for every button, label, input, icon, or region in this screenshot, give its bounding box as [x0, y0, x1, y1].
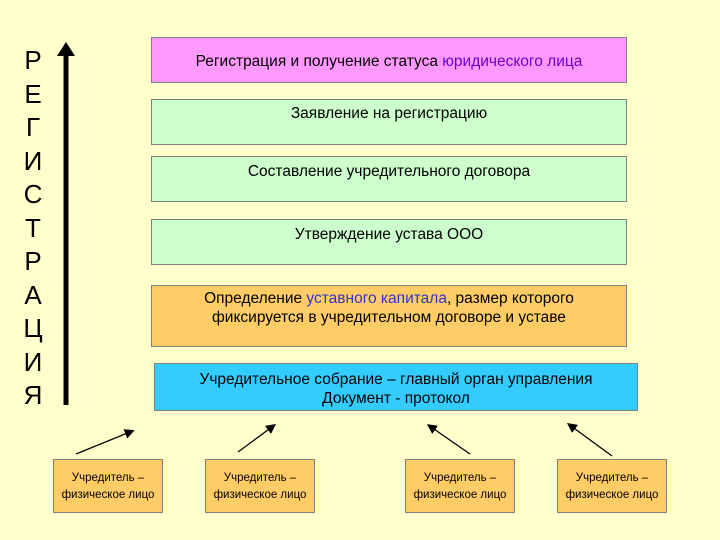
vertical-letter: Ц [23, 313, 43, 343]
vertical-letter: С [23, 179, 43, 209]
capital-line-1: Определение уставного капитала, размер к… [152, 289, 626, 308]
vertical-letter: Р [24, 246, 42, 276]
vertical-letter: Я [23, 380, 43, 410]
founder-arrow-1 [75, 429, 135, 455]
founder-type: физическое лицо [213, 489, 307, 501]
founder-arrow-2 [237, 424, 277, 453]
founder-type: физическое лицо [413, 489, 507, 501]
charter-box: Утверждение устава ООО [151, 219, 627, 265]
founder-label: Учредитель – [223, 472, 297, 484]
founder-label: Учредитель – [423, 472, 497, 484]
contract-text: Составление учредительного договора [247, 163, 531, 180]
founder-label: Учредитель – [575, 472, 649, 484]
founder-type: физическое лицо [565, 489, 659, 501]
application-box: Заявление на регистрацию [151, 99, 627, 145]
vertical-letter: Р [24, 45, 42, 75]
meeting-line-1: Учредительное собрание – главный орган у… [199, 371, 593, 388]
founder-box: Учредитель – физическое лицо [205, 459, 315, 513]
capital-highlight: уставного капитала [306, 290, 447, 307]
founder-box: Учредитель – физическое лицо [557, 459, 667, 513]
contract-box: Составление учредительного договора [151, 156, 627, 202]
vertical-letter: И [23, 346, 43, 377]
founder-box: Учредитель – физическое лицо [405, 459, 515, 513]
founder-label: Учредитель – [71, 472, 145, 484]
vertical-letter: Г [25, 112, 41, 142]
capital-text-after: , размер которого [446, 290, 574, 307]
vertical-letter: И [23, 145, 43, 176]
meeting-line-2: Документ - протокол [322, 390, 470, 407]
vertical-letter: А [24, 279, 42, 310]
charter-text: Утверждение устава ООО [294, 226, 484, 243]
meeting-box: Учредительное собрание – главный орган у… [154, 363, 638, 411]
registration-box: Регистрация и получение статуса юридичес… [151, 37, 627, 83]
vertical-letter: Е [24, 78, 42, 109]
founder-type: физическое лицо [61, 489, 155, 501]
capital-text-before: Определение [204, 290, 307, 307]
founder-arrow-4 [566, 423, 613, 457]
application-text: Заявление на регистрацию [290, 105, 488, 122]
registration-text: Регистрация и получение статуса [195, 53, 443, 70]
vertical-letter: Т [25, 212, 41, 243]
founder-arrow-3 [426, 424, 471, 455]
capital-line-2: фиксируется в учредительном договоре и у… [212, 309, 566, 326]
registration-highlight: юридического лица [442, 53, 583, 70]
founder-box: Учредитель – физическое лицо [53, 459, 163, 513]
capital-box: Определение уставного капитала, размер к… [151, 285, 627, 347]
vertical-word-registration: Р Е Г И С Т Р А Ц И Я [18, 44, 48, 413]
